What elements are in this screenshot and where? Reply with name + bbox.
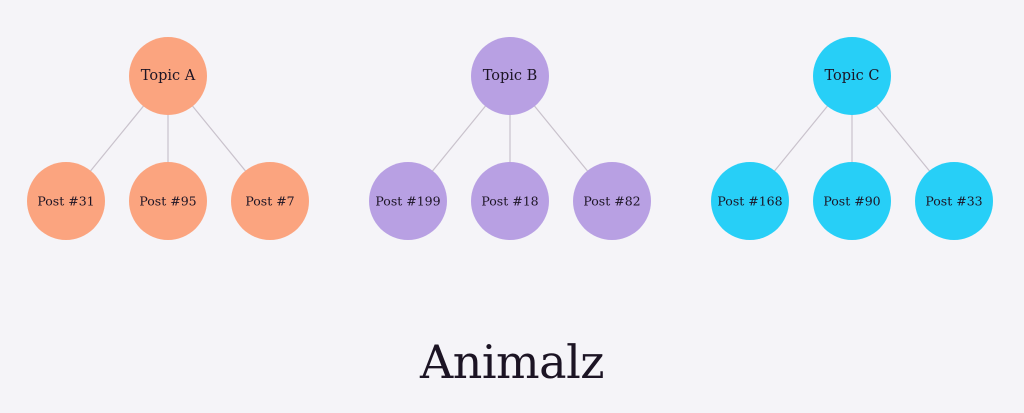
post-label: Post #199: [375, 194, 440, 209]
topic-node: Topic B: [471, 37, 549, 115]
topic-node: Topic C: [813, 37, 891, 115]
topic-circle: [471, 37, 549, 115]
post-node: Post #95: [129, 162, 207, 240]
topic-node: Topic A: [129, 37, 207, 115]
post-label: Post #168: [717, 194, 782, 209]
topic-label: Topic C: [824, 68, 879, 84]
post-node: Post #82: [573, 162, 651, 240]
post-circle: [471, 162, 549, 240]
post-circle: [915, 162, 993, 240]
post-circle: [369, 162, 447, 240]
post-circle: [711, 162, 789, 240]
post-node: Post #31: [27, 162, 105, 240]
post-label: Post #33: [925, 194, 982, 209]
topic-circle: [129, 37, 207, 115]
post-node: Post #90: [813, 162, 891, 240]
post-label: Post #31: [37, 194, 94, 209]
topic-label: Topic B: [483, 68, 538, 84]
post-node: Post #168: [711, 162, 789, 240]
post-node: Post #7: [231, 162, 309, 240]
post-node: Post #199: [369, 162, 447, 240]
post-label: Post #7: [245, 194, 294, 209]
post-circle: [231, 162, 309, 240]
post-circle: [573, 162, 651, 240]
post-label: Post #95: [139, 194, 196, 209]
post-circle: [129, 162, 207, 240]
topic-label: Topic A: [141, 68, 196, 84]
post-label: Post #82: [583, 194, 640, 209]
post-circle: [813, 162, 891, 240]
post-node: Post #18: [471, 162, 549, 240]
post-node: Post #33: [915, 162, 993, 240]
topic-circle: [813, 37, 891, 115]
post-circle: [27, 162, 105, 240]
diagram-nodes: Topic A Post #31 Post #95 Post #7 Topic B Pos…: [27, 37, 993, 240]
post-label: Post #90: [823, 194, 880, 209]
brand-logo: Animalz: [419, 335, 605, 389]
post-label: Post #18: [481, 194, 538, 209]
